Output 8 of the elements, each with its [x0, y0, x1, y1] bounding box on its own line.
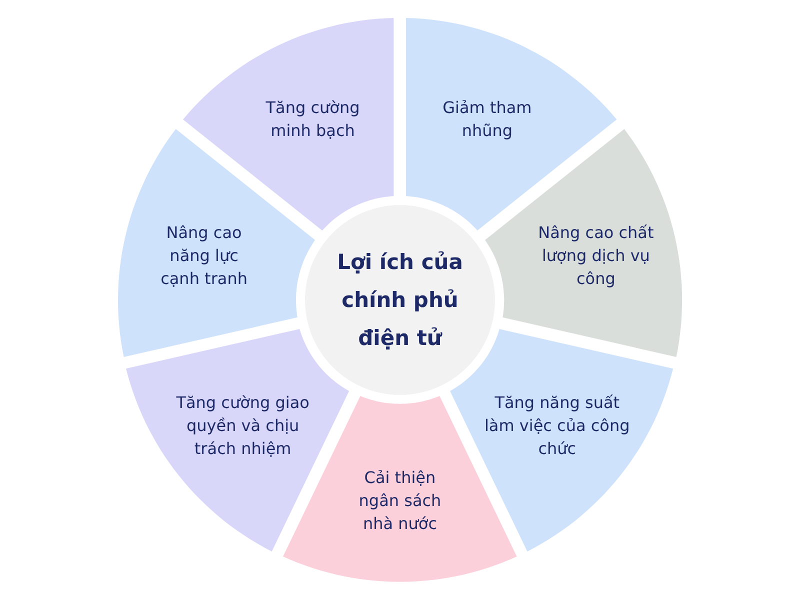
segment-label: Tăng năng suất làm việc của công chức — [483, 392, 631, 460]
center-title: Lợi ích của chính phủ điện tử — [336, 249, 464, 352]
segment-label: Tăng cường giao quyền và chịu trách nhiệm — [175, 392, 310, 460]
segment-label: Tăng cường minh bạch — [264, 96, 361, 142]
segment-label: Cải thiện ngân sách nhà nước — [358, 467, 442, 536]
segment-label: Nâng cao chất lượng dịch vụ công — [537, 222, 655, 290]
segment-label: Giảm tham nhũng — [442, 96, 533, 142]
segment-label: Nâng cao năng lực cạnh tranh — [160, 222, 248, 290]
